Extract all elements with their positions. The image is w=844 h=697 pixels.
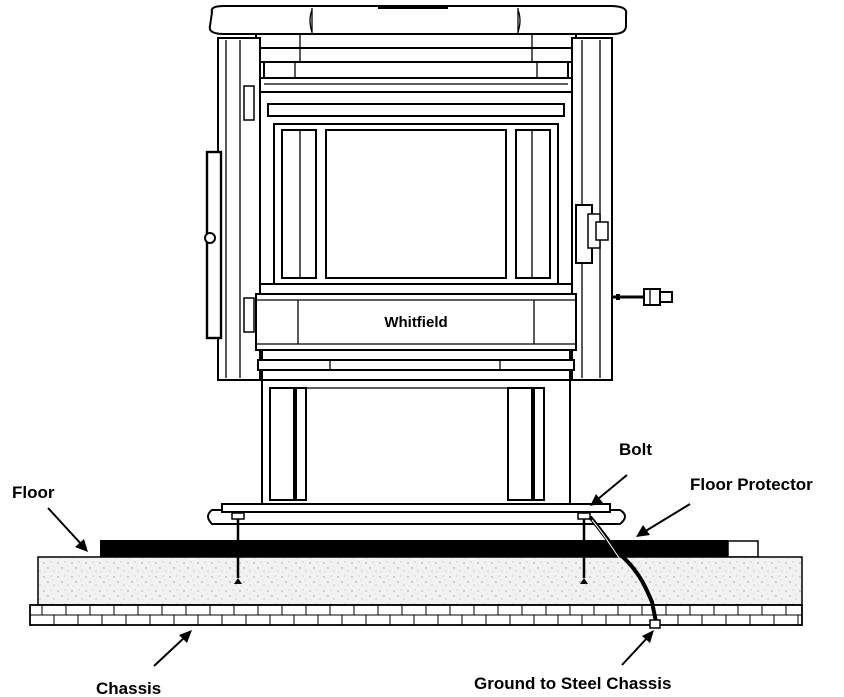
stove-top-cap — [208, 5, 628, 35]
callout-ground: Ground to Steel Chassis — [474, 630, 671, 693]
power-cord-plug — [612, 288, 673, 306]
bolt-right — [577, 512, 591, 584]
stove-lower-trim: Whitfield — [255, 283, 577, 381]
label-floor: Floor — [12, 483, 55, 502]
label-bolt: Bolt — [619, 440, 652, 459]
ground-wire — [588, 515, 661, 629]
callout-bolt: Bolt — [590, 440, 652, 506]
floor-protector-pad — [100, 540, 759, 558]
stove-upper-trim — [255, 33, 577, 93]
door-latch-handle — [575, 204, 609, 264]
chassis-tick-marks — [41, 605, 799, 625]
bolt-left — [231, 512, 245, 584]
stove-pedestal — [261, 379, 571, 505]
floor-slab — [37, 556, 803, 606]
pellet-stove: Whitfield — [204, 5, 673, 525]
stove-left-side — [204, 37, 261, 381]
callout-chassis: Chassis — [96, 630, 192, 697]
label-floor-protector: Floor Protector — [690, 475, 813, 494]
glass-window — [325, 129, 507, 279]
brand-logo: Whitfield — [384, 314, 447, 331]
label-ground: Ground to Steel Chassis — [474, 674, 671, 693]
callout-floor: Floor — [12, 483, 88, 552]
callout-floor-protector: Floor Protector — [636, 475, 813, 537]
steel-chassis — [29, 604, 803, 626]
stove-base-plate — [207, 503, 626, 525]
label-chassis: Chassis — [96, 679, 161, 697]
